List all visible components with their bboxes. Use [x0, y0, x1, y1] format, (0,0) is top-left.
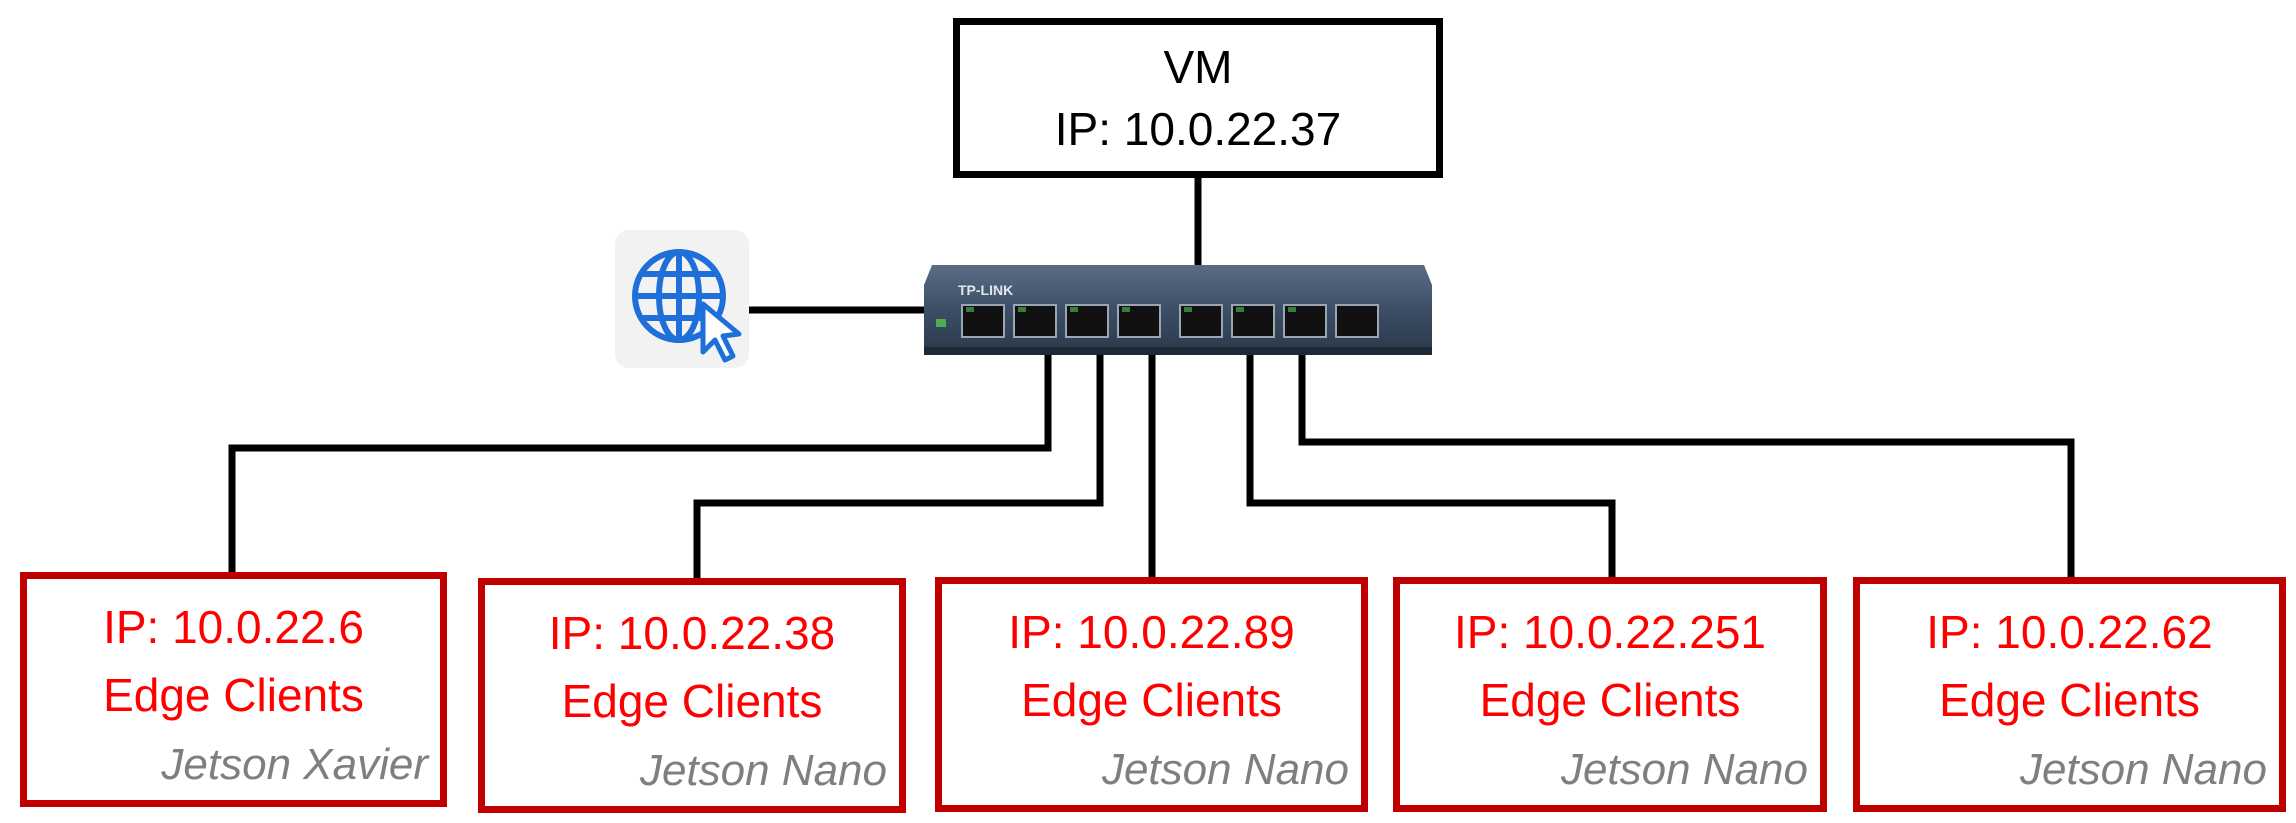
globe-cursor-icon	[632, 249, 742, 363]
client-node: IP: 10.0.22.251 Edge Clients Jetson Nano	[1393, 577, 1827, 812]
client-node: IP: 10.0.22.89 Edge Clients Jetson Nano	[935, 577, 1368, 812]
wire-client-5	[1298, 345, 2075, 577]
vm-title: VM	[1163, 41, 1233, 93]
client-model: Jetson Nano	[1560, 745, 1808, 794]
vm-ip: IP: 10.0.22.37	[1054, 103, 1342, 155]
client-role: Edge Clients	[561, 675, 823, 727]
client-ip: IP: 10.0.22.62	[1926, 606, 2213, 658]
client-ip: IP: 10.0.22.251	[1453, 606, 1767, 658]
wire-client-4	[1246, 345, 1616, 577]
client-model: Jetson Xavier	[161, 740, 428, 789]
client-role: Edge Clients	[1021, 674, 1282, 726]
client-node: IP: 10.0.22.6 Edge Clients Jetson Xavier	[20, 572, 447, 807]
switch-brand: TP-LINK	[958, 282, 1013, 298]
client-node: IP: 10.0.22.38 Edge Clients Jetson Nano	[478, 578, 906, 813]
internet-node	[615, 230, 749, 368]
client-ip: IP: 10.0.22.38	[548, 607, 836, 659]
wire-client-1	[228, 345, 1052, 572]
client-ip: IP: 10.0.22.6	[103, 601, 364, 653]
client-role: Edge Clients	[1939, 674, 2200, 726]
wire-client-2	[693, 345, 1104, 578]
client-role: Edge Clients	[103, 669, 364, 721]
network-switch-icon: TP-LINK	[924, 265, 1432, 355]
power-led	[936, 319, 946, 327]
client-node: IP: 10.0.22.62 Edge Clients Jetson Nano	[1853, 577, 2286, 812]
client-ip: IP: 10.0.22.89	[1008, 606, 1295, 658]
client-role: Edge Clients	[1479, 674, 1741, 726]
vm-node: VM IP: 10.0.22.37	[953, 18, 1443, 178]
client-model: Jetson Nano	[639, 746, 887, 795]
client-model: Jetson Nano	[2019, 745, 2267, 794]
client-model: Jetson Nano	[1101, 745, 1349, 794]
